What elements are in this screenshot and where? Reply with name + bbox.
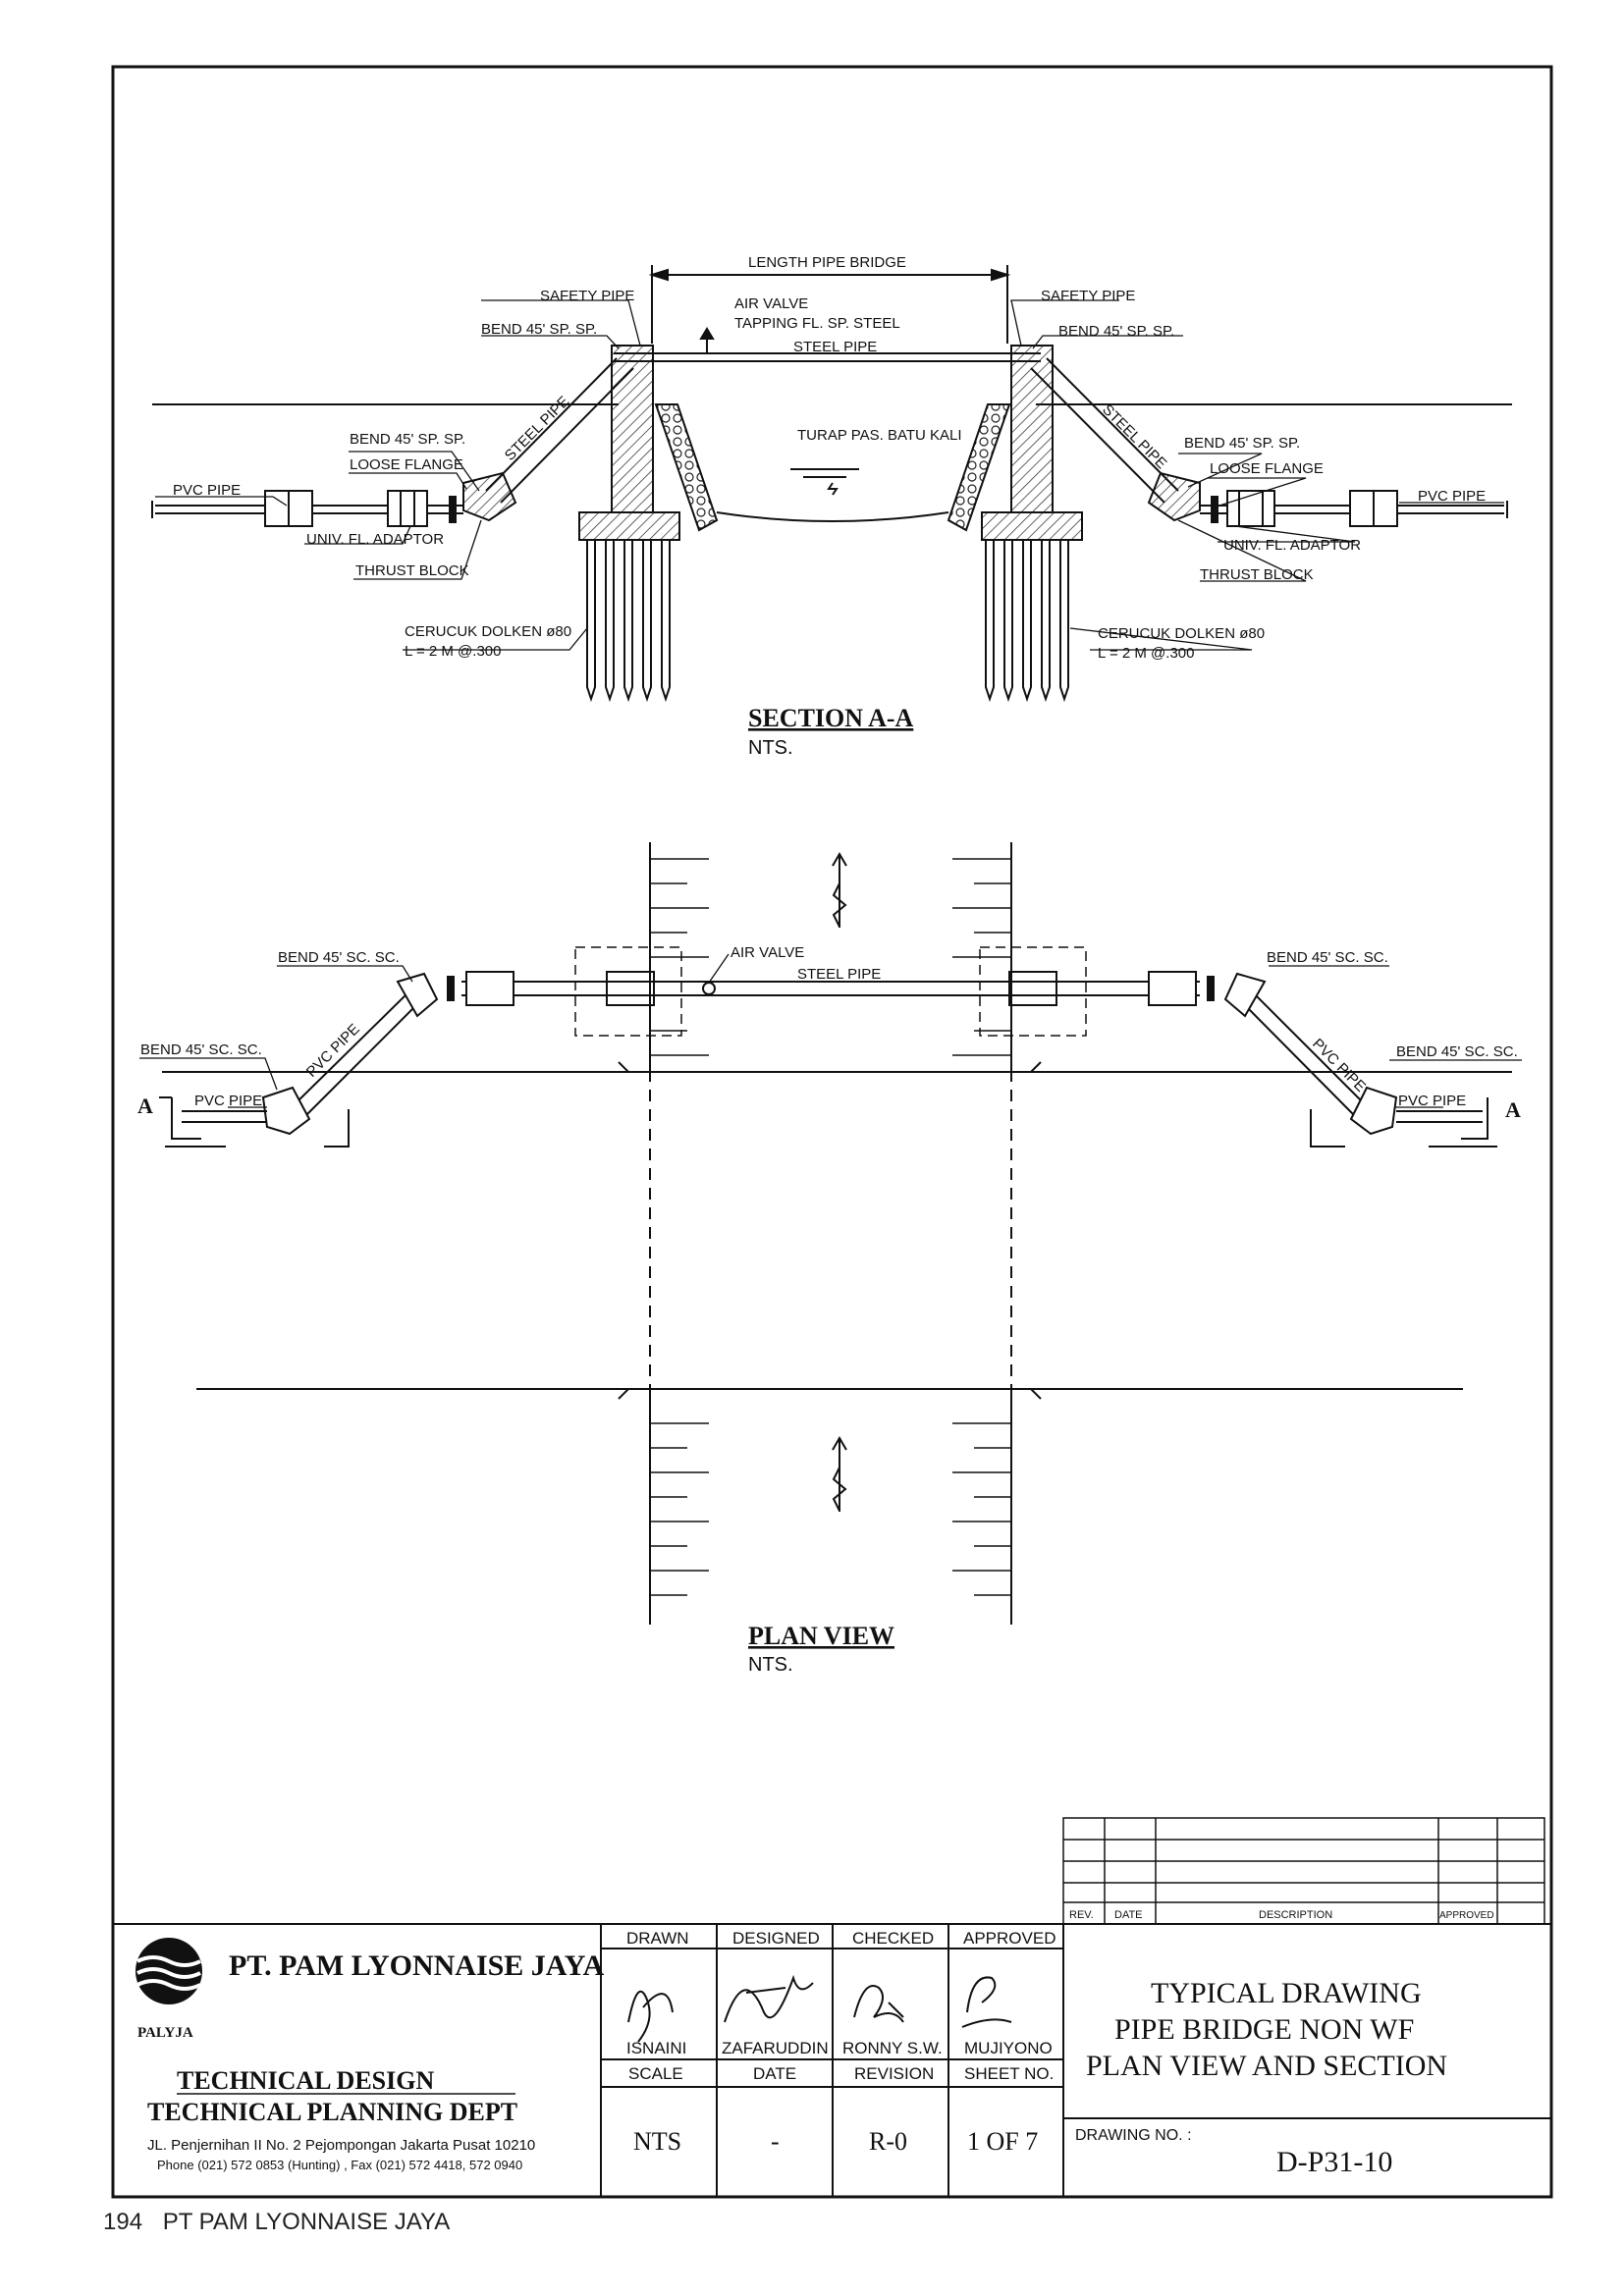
plan-label-pvc-left: PVC PIPE [194, 1093, 262, 1109]
plan-marker-right: A [1505, 1097, 1521, 1122]
info-header-scale: SCALE [628, 2064, 683, 2083]
info-value-date: - [771, 2127, 780, 2156]
name-designed: ZAFARUDDIN [722, 2039, 829, 2057]
label-turap: TURAP PAS. BATU KALI [797, 427, 962, 444]
label-thrust-right: THRUST BLOCK [1200, 566, 1314, 583]
section-a-a [151, 265, 1512, 703]
info-value-scale: NTS [633, 2127, 681, 2156]
info-header-date: DATE [753, 2064, 796, 2083]
plan-view [139, 842, 1522, 1625]
role-designed: DESIGNED [732, 1929, 820, 1948]
plan-label-bend-mid-right: BEND 45' SC. SC. [1396, 1043, 1518, 1060]
label-bend-low-right: BEND 45' SP. SP. [1184, 435, 1300, 452]
label-bend-top-right: BEND 45' SP. SP. [1058, 323, 1174, 340]
label-pvc-right: PVC PIPE [1418, 488, 1486, 505]
info-header-revision: REVISION [854, 2064, 934, 2083]
rev-header-date: DATE [1114, 1909, 1143, 1921]
label-tapping: TAPPING FL. SP. STEEL [734, 315, 900, 332]
label-loose-right: LOOSE FLANGE [1210, 460, 1324, 477]
sheet-border [111, 65, 1553, 2199]
plan-scale: NTS. [748, 1654, 793, 1676]
signatures [627, 1974, 1012, 2043]
label-cerucuk-left-1: CERUCUK DOLKEN ø80 [405, 623, 571, 640]
label-loose-left: LOOSE FLANGE [350, 456, 463, 473]
label-cerucuk-right-1: CERUCUK DOLKEN ø80 [1098, 625, 1265, 642]
section-scale: NTS. [748, 737, 793, 759]
drawing-no-label: DRAWING NO. : [1075, 2127, 1192, 2144]
label-cerucuk-left-2: L = 2 M @.300 [405, 643, 501, 660]
address-1: JL. Penjernihan II No. 2 Pejompongan Jak… [147, 2137, 535, 2154]
section-title: SECTION A-A [748, 704, 914, 732]
plan-label-bend-mid-left: BEND 45' SC. SC. [140, 1041, 262, 1058]
role-approved: APPROVED [963, 1929, 1056, 1948]
rev-header-description: DESCRIPTION [1259, 1909, 1332, 1921]
plan-label-air-valve: AIR VALVE [731, 944, 804, 961]
plan-label-bend-top-left: BEND 45' SC. SC. [278, 949, 400, 966]
name-drawn: ISNAINI [626, 2039, 686, 2057]
role-drawn: DRAWN [626, 1929, 689, 1948]
label-bend-top-left: BEND 45' SP. SP. [481, 321, 597, 338]
label-univ-right: UNIV. FL. ADAPTOR [1223, 537, 1361, 554]
label-steel-pipe-top: STEEL PIPE [793, 339, 877, 355]
label-thrust-left: THRUST BLOCK [355, 562, 469, 579]
plan-label-pvc-diag-right: PVC PIPE [1309, 1036, 1369, 1095]
drawing-title-line-3: PLAN VIEW AND SECTION [1086, 2050, 1447, 2082]
info-value-revision: R-0 [869, 2127, 907, 2156]
dept-2: TECHNICAL PLANNING DEPT [147, 2098, 517, 2126]
plan-label-steel-pipe: STEEL PIPE [797, 966, 881, 983]
name-approved: MUJIYONO [964, 2039, 1053, 2057]
address-2: Phone (021) 572 0853 (Hunting) , Fax (02… [157, 2158, 522, 2172]
label-bend-low-left: BEND 45' SP. SP. [350, 431, 465, 448]
palyja-logo-icon [135, 1938, 202, 2004]
label-pvc-left: PVC PIPE [173, 482, 241, 499]
rev-header-rev: REV. [1069, 1909, 1094, 1921]
label-air-valve-section: AIR VALVE [734, 295, 808, 312]
label-univ-left: UNIV. FL. ADAPTOR [306, 531, 444, 548]
dept-1: TECHNICAL DESIGN [177, 2066, 434, 2095]
drawing-no: D-P31-10 [1276, 2146, 1392, 2178]
logo-text: PALYJA [137, 2025, 193, 2041]
role-checked: CHECKED [852, 1929, 934, 1948]
label-length-pipe-bridge: LENGTH PIPE BRIDGE [748, 254, 906, 271]
rev-header-approved: APPROVED [1439, 1910, 1494, 1921]
revision-table [1062, 1817, 1545, 1925]
plan-title: PLAN VIEW [748, 1622, 894, 1650]
info-header-sheet: SHEET NO. [964, 2064, 1054, 2083]
plan-label-bend-top-right: BEND 45' SC. SC. [1267, 949, 1388, 966]
company-name: PT. PAM LYONNAISE JAYA [229, 1949, 605, 1982]
drawing-title-line-2: PIPE BRIDGE NON WF [1114, 2013, 1414, 2046]
plan-marker-left: A [137, 1094, 153, 1118]
title-block [112, 1923, 1552, 2198]
label-steel-pipe-right: STEEL PIPE [1099, 401, 1169, 472]
footer-publisher: PT PAM LYONNAISE JAYA [162, 2209, 451, 2235]
drawing-title-line-1: TYPICAL DRAWING [1151, 1977, 1422, 2009]
label-safety-pipe-right: SAFETY PIPE [1041, 288, 1135, 304]
label-safety-pipe-left: SAFETY PIPE [540, 288, 634, 304]
page-footer: 194 PT PAM LYONNAISE JAYA [103, 2209, 463, 2236]
name-checked: RONNY S.W. [842, 2039, 943, 2057]
label-cerucuk-right-2: L = 2 M @.300 [1098, 645, 1194, 662]
plan-label-pvc-right: PVC PIPE [1398, 1093, 1466, 1109]
info-value-sheet: 1 OF 7 [967, 2127, 1038, 2156]
page-number: 194 [103, 2209, 143, 2235]
